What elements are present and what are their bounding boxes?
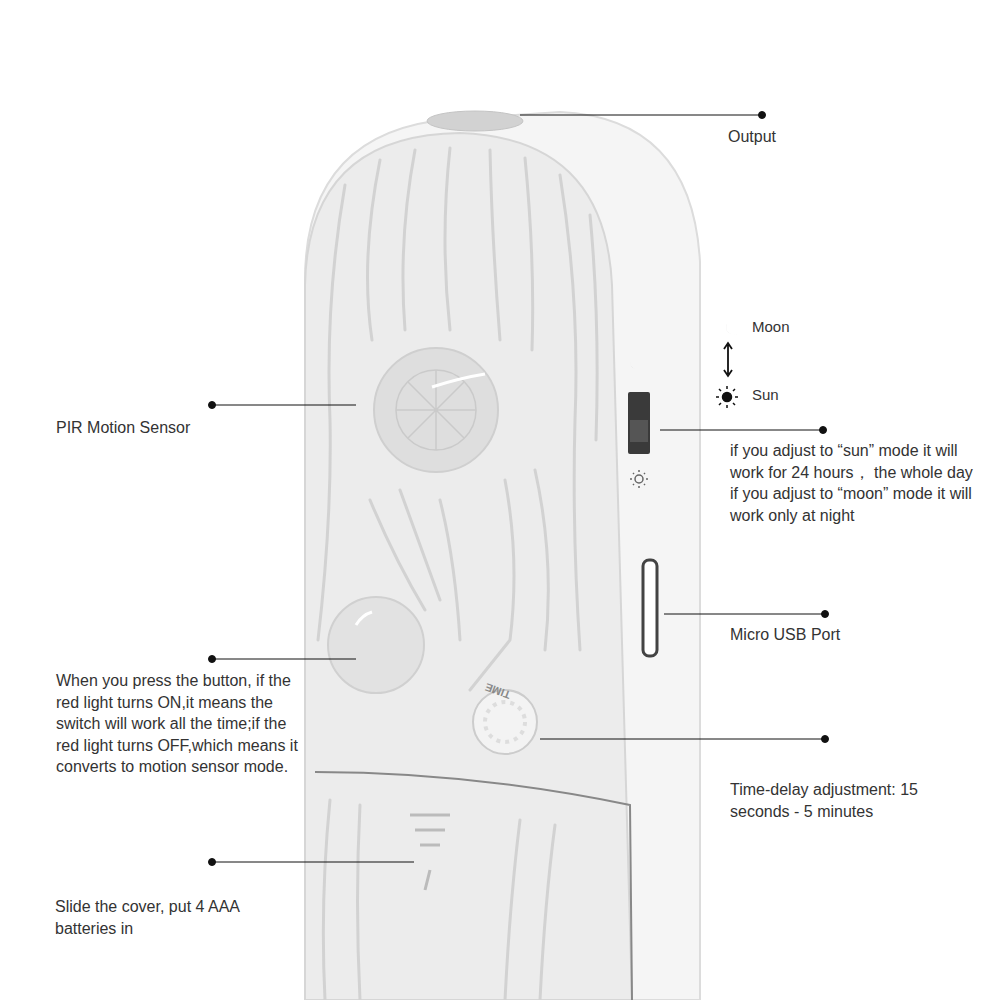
output-lens: [427, 111, 523, 131]
dial-knurl: [485, 702, 525, 742]
callout-note: if you adjust to “sun” mode it will work…: [730, 440, 975, 526]
mode-button: [328, 597, 424, 693]
sun-icon: [716, 386, 738, 408]
callout-note: Slide the cover, put 4 AAA batteries in: [55, 896, 245, 939]
callout-label: PIR Motion Sensor: [56, 417, 256, 439]
battery-cover-edge: [315, 772, 632, 1000]
mode-label: Sun: [752, 386, 832, 404]
callout-note: Time-delay adjustment: 15 seconds - 5 mi…: [730, 779, 920, 823]
pir-facets: [396, 370, 476, 450]
grooves: [318, 148, 597, 1000]
mode-label: Moon: [752, 318, 832, 336]
usb-port: [643, 560, 657, 656]
slide-arrow: [410, 815, 450, 890]
switch-knob: [630, 420, 648, 442]
slide-switch: [628, 392, 650, 454]
callout-label: Output: [728, 126, 848, 148]
callout-label: Micro USB Port: [730, 624, 930, 646]
device-front: [305, 133, 632, 1000]
callout-note: When you press the button, if the red li…: [56, 670, 308, 778]
pir-sensor: [374, 348, 498, 472]
moon-icon: [726, 321, 738, 335]
highlight: [356, 612, 372, 625]
moon-icon: [631, 358, 641, 369]
device-housing: [305, 112, 700, 1000]
toggle-arrow: [724, 343, 732, 376]
highlight: [432, 374, 485, 387]
sun-icon: [630, 470, 648, 488]
